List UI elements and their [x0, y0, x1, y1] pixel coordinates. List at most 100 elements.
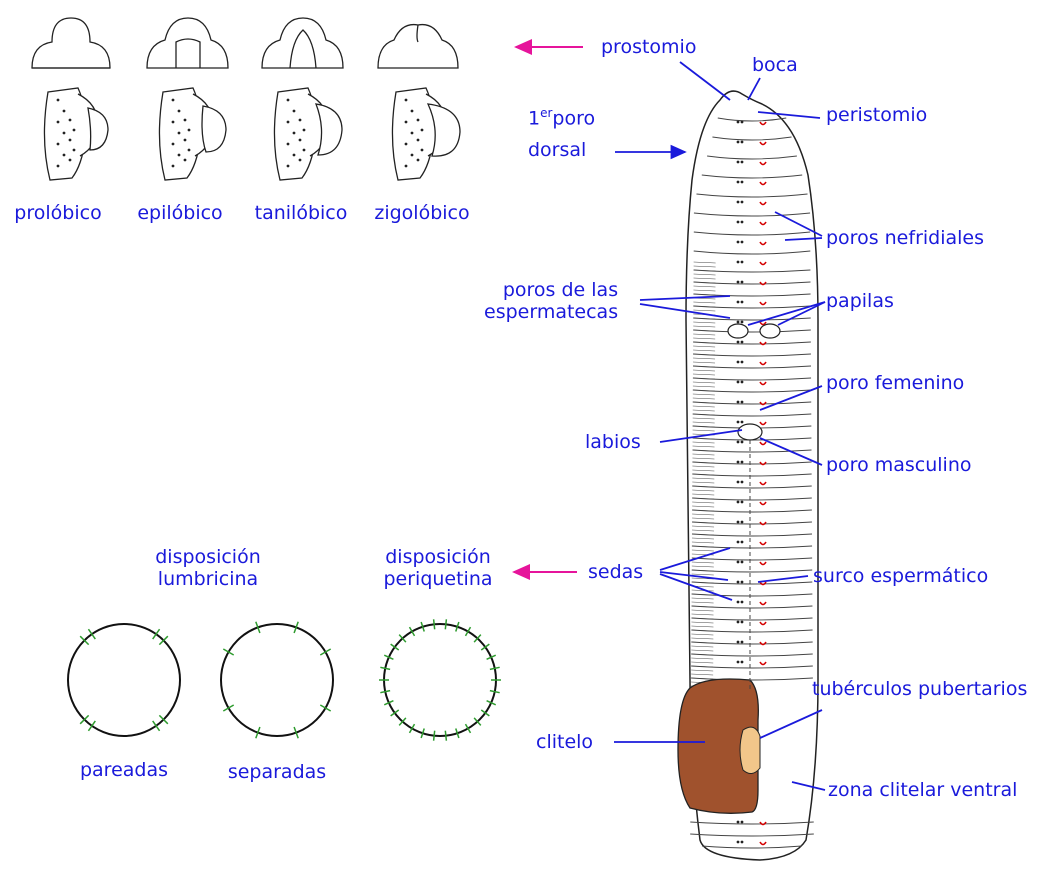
- side-dot: [188, 129, 191, 132]
- seta-dot: [741, 541, 744, 544]
- side-dot: [63, 132, 66, 135]
- seta-dot: [741, 181, 744, 184]
- seta-tick: [88, 629, 95, 639]
- papilla-left: [728, 324, 748, 338]
- seta-dot: [741, 301, 744, 304]
- seta-tick: [445, 619, 446, 629]
- seta-dot: [737, 141, 740, 144]
- side-prolobic: [44, 88, 108, 180]
- label-papilas: papilas: [826, 291, 894, 313]
- side-dot: [69, 159, 72, 162]
- head-tanylobic: [262, 18, 343, 68]
- seta-dot: [737, 121, 740, 124]
- side-dot: [405, 99, 408, 102]
- seta-dot: [737, 441, 740, 444]
- side-zygolobic: [392, 88, 460, 180]
- side-dot: [405, 121, 408, 124]
- side-dot: [73, 149, 76, 152]
- side-dot: [178, 132, 181, 135]
- label-prolobic: prolóbico: [14, 203, 101, 225]
- seta-dot: [737, 421, 740, 424]
- seta-dot: [741, 501, 744, 504]
- papilla-right: [760, 324, 780, 338]
- seta-dot: [737, 641, 740, 644]
- prostomium-side-views: [44, 88, 460, 180]
- seta-dot: [737, 501, 740, 504]
- seta-dot: [737, 461, 740, 464]
- label-perichaetine: disposición periquetina: [383, 547, 492, 591]
- seta-dot: [741, 341, 744, 344]
- seta-dot: [737, 241, 740, 244]
- side-dot: [299, 139, 302, 142]
- seta-dot: [737, 621, 740, 624]
- side-dot: [411, 132, 414, 135]
- side-dot: [405, 143, 408, 146]
- seta-dot: [741, 621, 744, 624]
- seta-dot: [741, 161, 744, 164]
- seta-dot: [737, 321, 740, 324]
- seta-dot: [737, 581, 740, 584]
- seta-dot: [741, 821, 744, 824]
- side-dot: [73, 129, 76, 132]
- seta-dot: [741, 381, 744, 384]
- head-zygolobic: [378, 25, 458, 68]
- seta-dot: [737, 281, 740, 284]
- seta-dot: [741, 421, 744, 424]
- seta-tick: [445, 731, 446, 741]
- side-dot: [287, 165, 290, 168]
- side-dot: [299, 159, 302, 162]
- seta-dot: [737, 341, 740, 344]
- label-boca: boca: [752, 55, 798, 77]
- label-primer-poro: 1erporo: [528, 107, 595, 130]
- side-dot: [293, 110, 296, 113]
- label-paired: pareadas: [80, 760, 168, 782]
- label-lumbricine: disposición lumbricina: [155, 547, 261, 591]
- seta-dot: [741, 521, 744, 524]
- side-tanylobic: [274, 88, 342, 180]
- seta-dot: [737, 561, 740, 564]
- seta-dot: [741, 661, 744, 664]
- side-dot: [63, 154, 66, 157]
- side-dot: [411, 154, 414, 157]
- head-prolobic: [32, 18, 110, 68]
- side-dot: [417, 159, 420, 162]
- side-dot: [293, 154, 296, 157]
- seta-dot: [737, 201, 740, 204]
- side-view-dots: [57, 99, 424, 168]
- side-dot: [69, 139, 72, 142]
- seta-dot: [741, 201, 744, 204]
- side-dot: [287, 99, 290, 102]
- seta-dot: [737, 221, 740, 224]
- label-clitelo: clitelo: [536, 732, 593, 754]
- seta-dot: [737, 821, 740, 824]
- seta-dot: [741, 321, 744, 324]
- side-dot: [57, 99, 60, 102]
- leader-boca: [748, 78, 760, 100]
- side-dot: [172, 121, 175, 124]
- side-dot: [421, 129, 424, 132]
- seta-dot: [737, 481, 740, 484]
- seta-tick: [88, 721, 95, 731]
- seta-tick: [320, 649, 330, 655]
- label-prostomio: prostomio: [601, 37, 696, 59]
- seta-dot: [741, 261, 744, 264]
- side-dot: [178, 154, 181, 157]
- seta-dot: [737, 401, 740, 404]
- seta-dot: [741, 221, 744, 224]
- label-sedas: sedas: [588, 562, 643, 584]
- seta-tick: [223, 705, 233, 711]
- side-dot: [417, 139, 420, 142]
- side-epilobic: [159, 88, 226, 180]
- label-poros-espermatecas: poros de las espermatecas: [484, 280, 618, 324]
- side-dot: [287, 143, 290, 146]
- seta-dot: [741, 461, 744, 464]
- seta-dot: [741, 281, 744, 284]
- label-dorsal: dorsal: [528, 140, 586, 162]
- pubertal-tubercle: [740, 727, 760, 773]
- label-labios: labios: [585, 432, 641, 454]
- seta-dot: [737, 381, 740, 384]
- side-dot: [172, 143, 175, 146]
- setae-circles: [68, 624, 496, 736]
- label-poros-nefridiales: poros nefridiales: [826, 228, 984, 250]
